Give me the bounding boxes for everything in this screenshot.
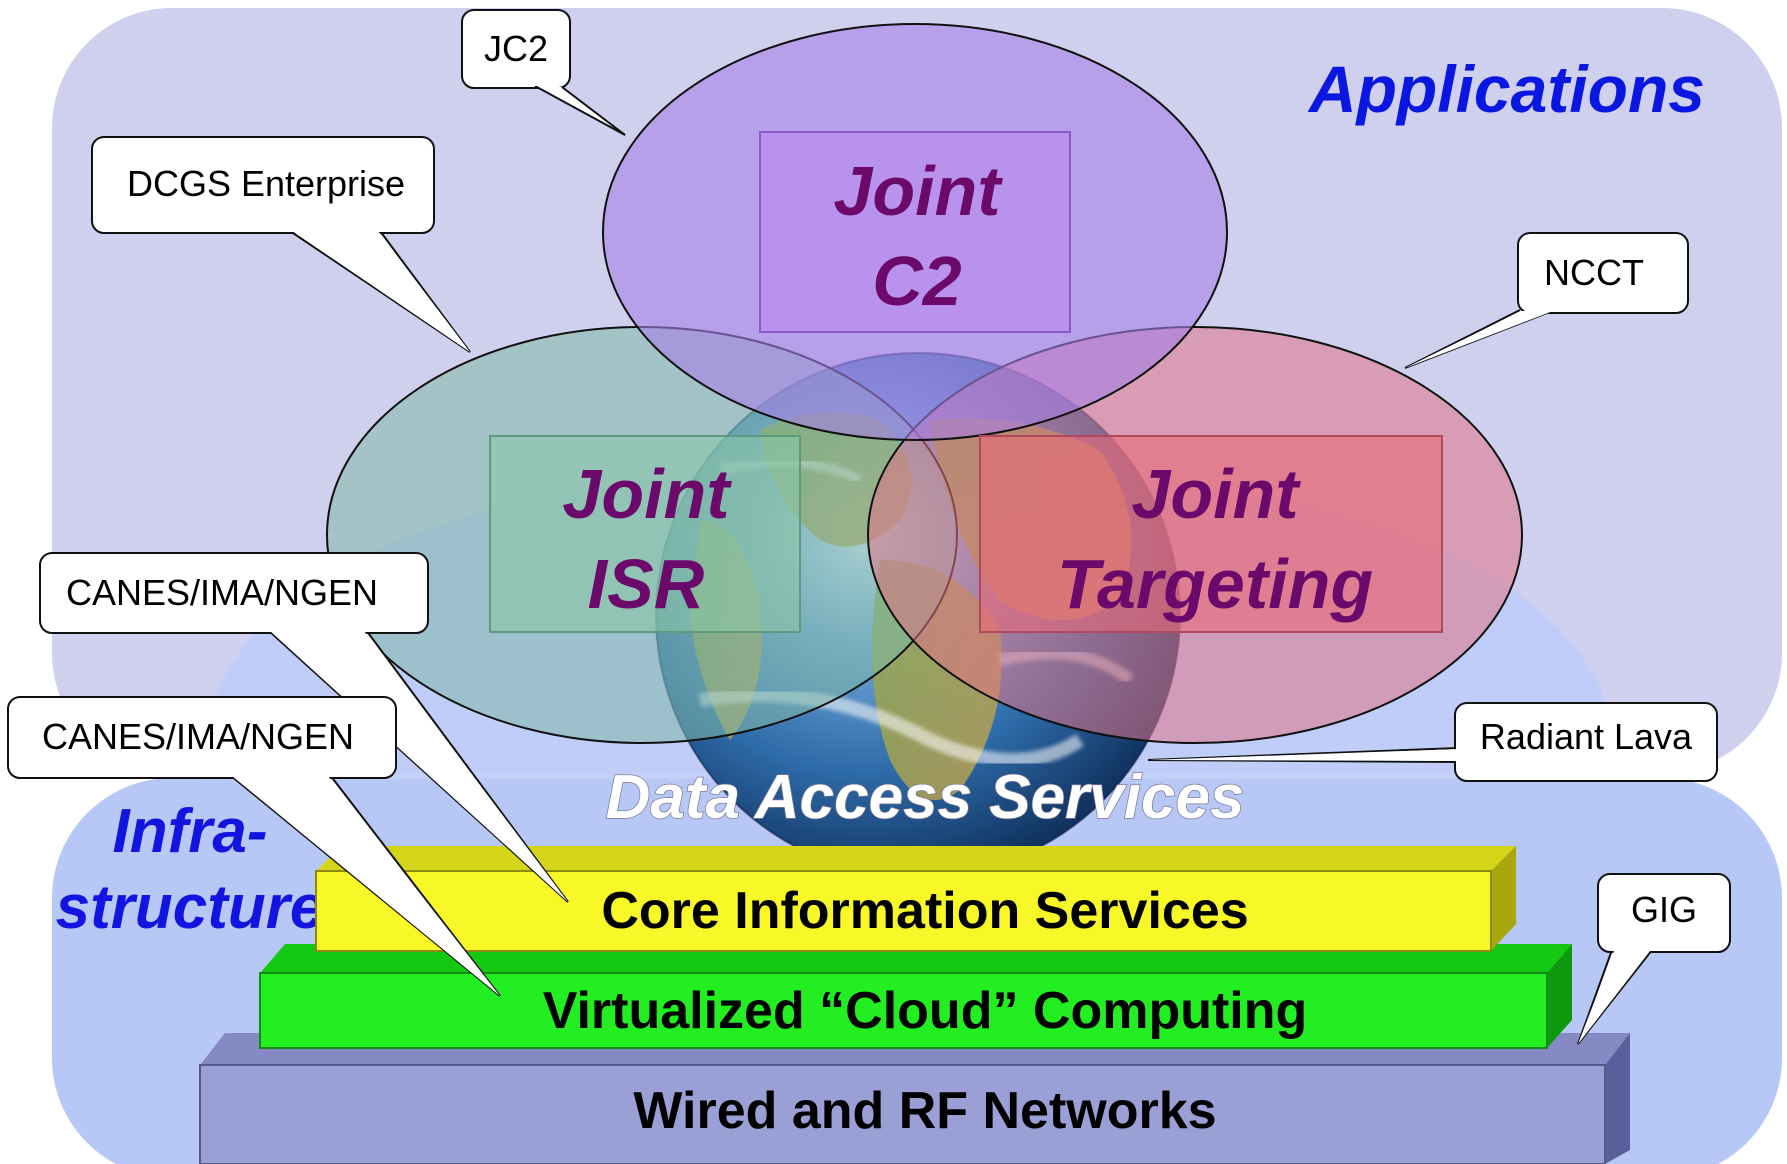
joint-c2-line1: Joint [833,152,1003,230]
infrastructure-label-line2: structure [56,873,325,942]
virtualized-cloud-computing-label: Virtualized “Cloud” Computing [543,982,1308,1040]
joint-targeting-line1: Joint [1131,455,1301,533]
wired-rf-networks-label: Wired and RF Networks [633,1082,1216,1140]
applications-label: Applications [1307,52,1705,126]
joint-c2-box [759,131,1071,333]
callout-radiant-lava-label: Radiant Lava [1480,716,1693,757]
network-bar: Wired and RF Networks [199,1033,1630,1164]
callout-canes-2: CANES/IMA/NGEN [7,696,501,997]
joint-isr-line2: ISR [588,545,705,623]
callout-radiant-lava: Radiant Lava [1147,702,1718,782]
callout-dcgs-label: DCGS Enterprise [127,163,405,204]
joint-targeting-line2: Targeting [1057,545,1373,623]
data-access-services-label: Data Access Services [606,763,1245,832]
joint-isr-line1: Joint [562,455,732,533]
callout-jc2: JC2 [461,9,626,136]
callout-dcgs-enterprise: DCGS Enterprise [91,136,471,353]
joint-targeting-box [979,435,1443,633]
callout-gig: GIG [1577,873,1731,1045]
joint-isr-box [489,435,801,633]
callout-ncct: NCCT [1404,232,1689,369]
callout-gig-label: GIG [1631,889,1697,930]
core-services-bar: Core Information Services [315,846,1516,952]
infrastructure-label-line1: Infra- [113,797,268,866]
core-information-services-label: Core Information Services [601,882,1248,940]
joint-c2-line2: C2 [872,242,962,320]
callout-ncct-label: NCCT [1544,252,1644,293]
callout-jc2-label: JC2 [484,28,548,69]
callout-canes-2-label: CANES/IMA/NGEN [42,716,354,757]
callout-canes-1-label: CANES/IMA/NGEN [66,572,378,613]
